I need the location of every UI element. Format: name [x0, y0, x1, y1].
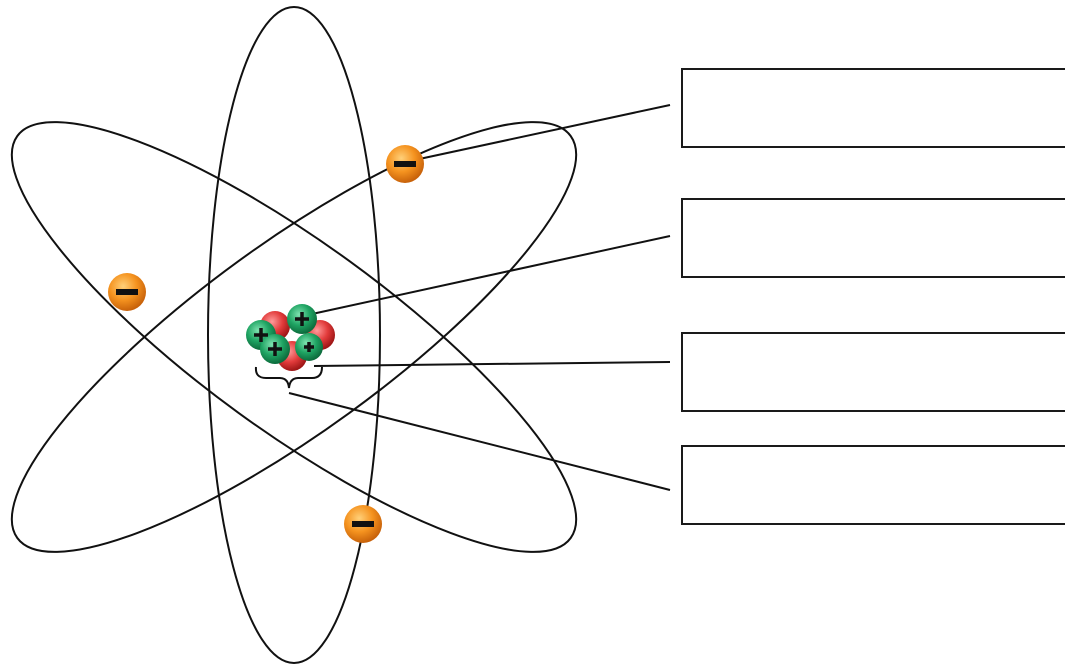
minus-sign — [394, 161, 416, 167]
plus-sign — [254, 328, 268, 342]
label-box-neutron[interactable] — [681, 332, 1065, 412]
orbit-diagonal-right — [10, 121, 578, 553]
leader-line-proton — [311, 235, 671, 315]
leader-line-neutron — [313, 361, 671, 367]
orbit-vertical — [207, 6, 381, 664]
label-box-nucleus[interactable] — [681, 445, 1065, 525]
plus-sign — [268, 342, 282, 356]
leader-line-electron — [409, 104, 671, 162]
plus-sign — [295, 312, 309, 326]
minus-sign — [352, 521, 374, 527]
electron — [108, 273, 146, 311]
nucleus-bracket — [254, 366, 323, 389]
label-box-electron[interactable] — [681, 68, 1065, 148]
electron — [344, 505, 382, 543]
orbit-diagonal-left — [10, 121, 578, 553]
minus-sign — [116, 289, 138, 295]
label-box-proton[interactable] — [681, 198, 1065, 278]
plus-sign — [304, 342, 314, 352]
leader-line-nucleus — [288, 392, 671, 491]
electron — [386, 145, 424, 183]
nucleus — [246, 304, 335, 371]
